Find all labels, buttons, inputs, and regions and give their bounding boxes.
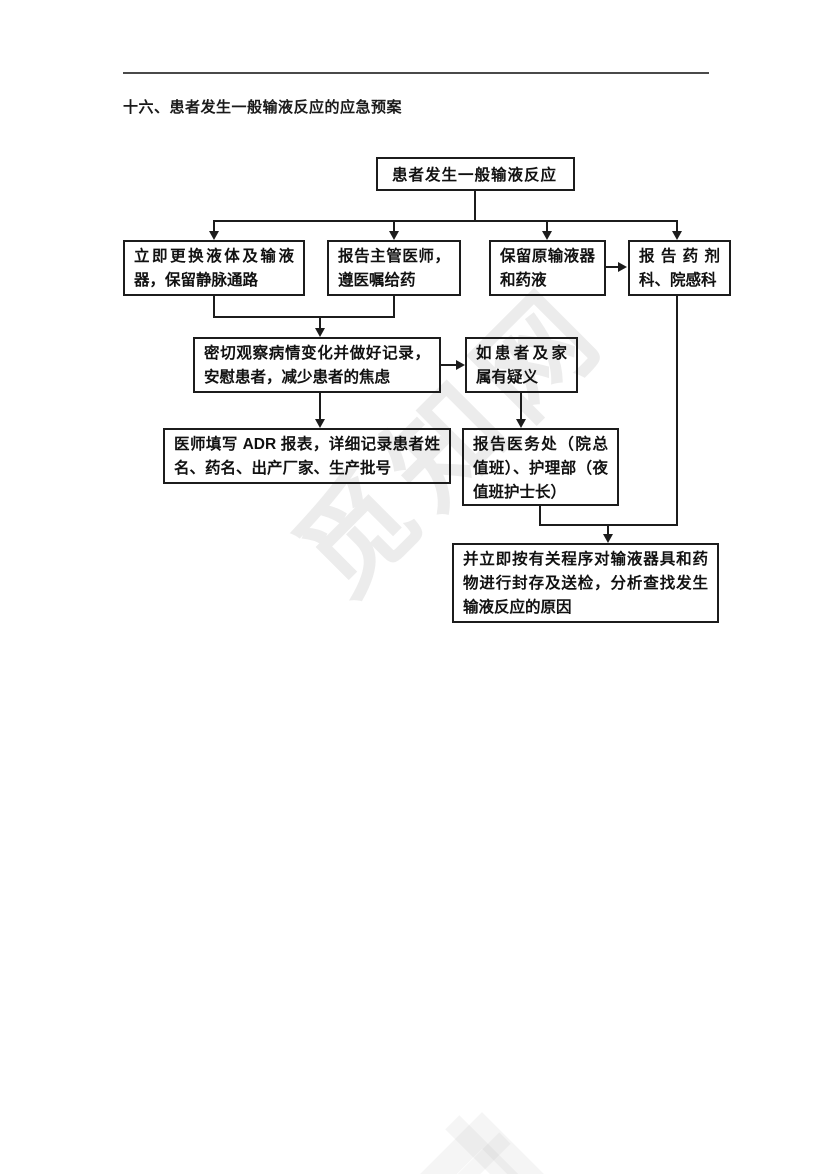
flowchart-node-seal-and-send: 并立即按有关程序对输液器具和药物进行封存及送检，分析查找发生输液反应的原因: [452, 543, 719, 623]
header-rule: [123, 72, 709, 74]
connector-keep-to-pharmacy: [606, 266, 619, 268]
flowchart-node-keep-infusion: 保留原输液器和药液: [489, 240, 606, 296]
page-title: 十六、患者发生一般输液反应的应急预案: [123, 99, 403, 116]
connector-report-doctor-down: [393, 296, 395, 318]
connector-doubt-down: [520, 393, 522, 420]
flowchart-node-replace-fluid: 立即更换液体及输液器，保留静脉通路: [123, 240, 305, 296]
arrowhead-to-pharmacy: [618, 262, 627, 272]
connector-drop-report-doctor: [393, 220, 395, 232]
flowchart-node-report-pharmacy: 报告药剂科、院感科: [628, 240, 731, 296]
arrowhead-report-doctor: [389, 231, 399, 240]
connector-drop-report-pharmacy: [676, 220, 678, 232]
arrowhead-seal-and-send: [603, 534, 613, 543]
connector-merge-line: [213, 316, 395, 318]
arrowhead-adr-form: [315, 419, 325, 428]
arrowhead-report-pharmacy: [672, 231, 682, 240]
arrowhead-report-office: [516, 419, 526, 428]
connector-distributor-line: [213, 220, 678, 222]
flowchart-node-report-medical-office: 报告医务处（院总值班）、护理部（夜值班护士长）: [462, 428, 619, 506]
connector-replace-fluid-down: [213, 296, 215, 318]
arrowhead-observe: [315, 328, 325, 337]
connector-drop-replace-fluid: [213, 220, 215, 232]
flowchart-node-adr-form: 医师填写 ADR 报表，详细记录患者姓名、药名、出产厂家、生产批号: [163, 428, 451, 484]
connector-pharmacy-long-down: [676, 296, 678, 526]
flowchart-node-start: 患者发生一般输液反应: [376, 157, 575, 191]
flowchart-node-report-doctor: 报告主管医师，遵医嘱给药: [327, 240, 461, 296]
arrowhead-replace-fluid: [209, 231, 219, 240]
flowchart-node-family-doubt: 如患者及家属有疑义: [465, 337, 578, 393]
arrowhead-keep-infusion: [542, 231, 552, 240]
connector-office-down: [539, 506, 541, 526]
connector-seal-drop: [607, 524, 609, 535]
flowchart-node-observe-comfort: 密切观察病情变化并做好记录，安慰患者，减少患者的焦虑: [193, 337, 441, 393]
connector-drop-keep-infusion: [546, 220, 548, 232]
connector-merge-drop: [319, 316, 321, 329]
connector-start-stem: [474, 191, 476, 221]
connector-observe-down: [319, 393, 321, 420]
arrowhead-family-doubt: [456, 360, 465, 370]
connector-observe-to-doubt: [441, 364, 457, 366]
